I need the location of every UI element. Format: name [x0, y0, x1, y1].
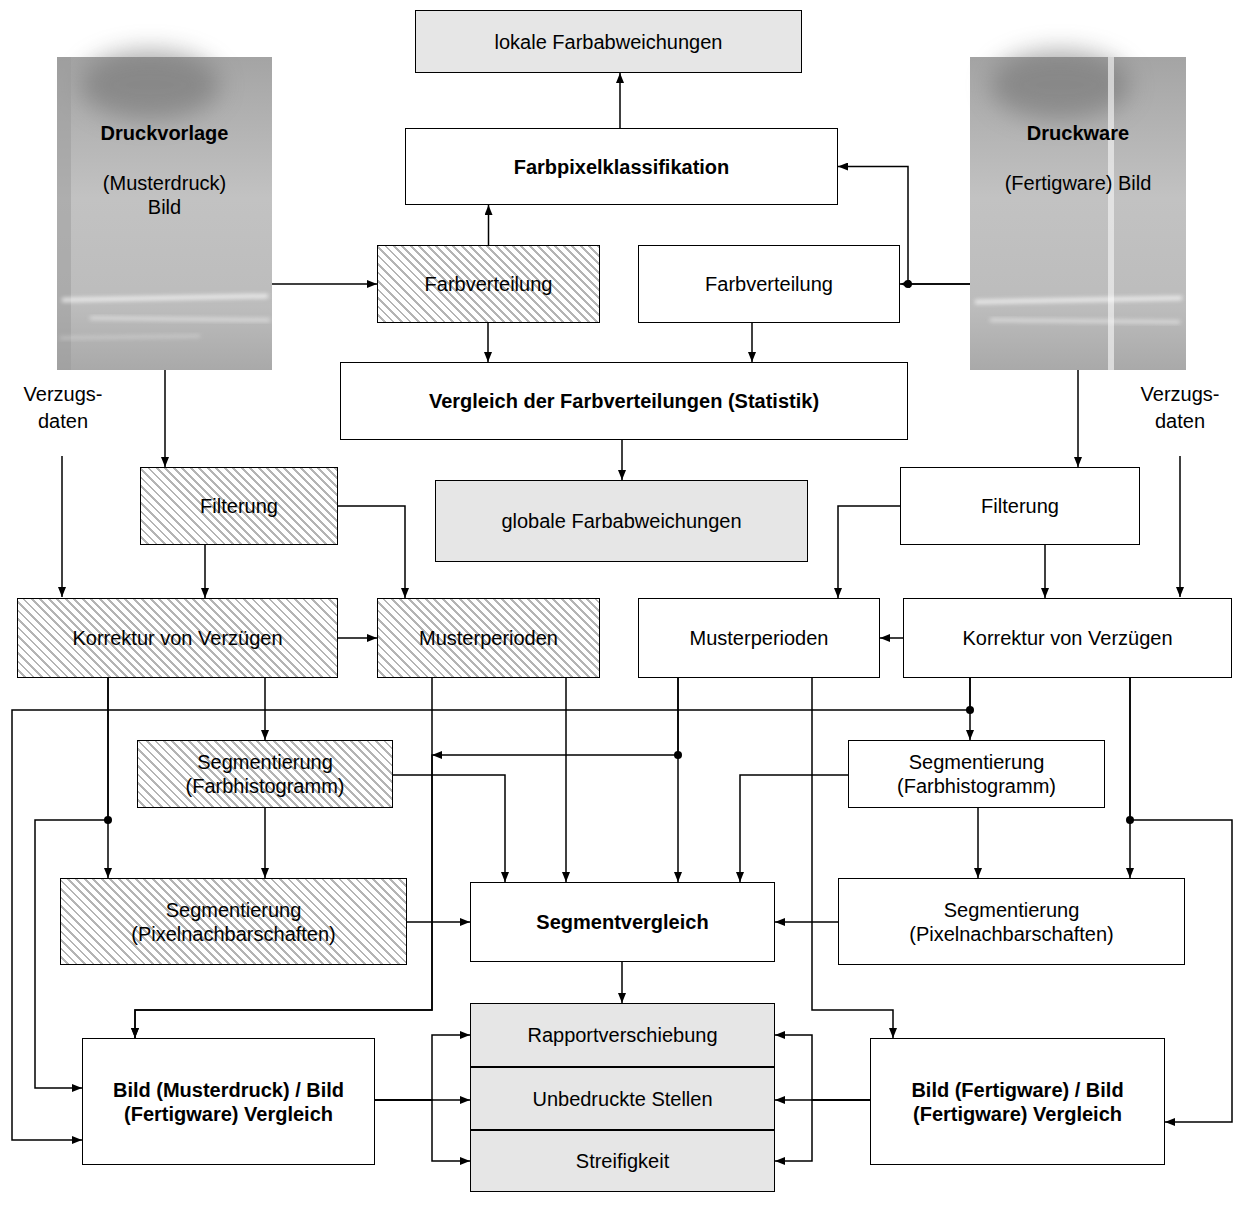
input-label: Verzugs- daten	[1134, 381, 1226, 435]
flow-arrow	[487, 323, 489, 362]
result-box: Streifigkeit	[470, 1130, 775, 1192]
flow-arrow	[619, 73, 621, 128]
flow-arrow	[1044, 545, 1046, 598]
box-label: Farbverteilung	[705, 272, 833, 296]
flow-arrow	[264, 808, 266, 878]
print-image-box: Druckvorlage (Musterdruck) Bild	[57, 57, 272, 370]
box-label: Korrektur von Verzügen	[72, 626, 282, 650]
box-label: Unbedruckte Stellen	[532, 1087, 712, 1111]
process-box: Musterperioden	[638, 598, 880, 678]
box-label: Segmentvergleich	[536, 910, 708, 934]
box-label: Druckware	[1027, 121, 1129, 145]
box-label: Farbpixelklassifikation	[514, 155, 730, 179]
flow-arrow	[565, 678, 567, 882]
sample-process-box: Segmentierung (Pixelnachbarschaften)	[60, 878, 407, 965]
flow-arrow	[375, 1100, 470, 1161]
flow-arrow	[375, 1035, 470, 1100]
box-label: Segmentierung (Farbhistogramm)	[859, 750, 1094, 798]
sample-print-photo	[57, 50, 272, 370]
flow-arrow	[264, 678, 266, 740]
process-box: Segmentvergleich	[470, 882, 775, 962]
box-label: Musterperioden	[419, 626, 558, 650]
process-box: Bild (Musterdruck) / Bild (Fertigware) V…	[82, 1038, 375, 1165]
process-box: Farbpixelklassifikation	[405, 128, 838, 205]
flow-arrow	[751, 323, 753, 362]
finished-goods-photo	[970, 50, 1186, 370]
box-label: Bild (Fertigware) / Bild (Fertigware) Ve…	[881, 1078, 1154, 1126]
distortion-data-arrows	[62, 456, 1180, 597]
box-label: Filterung	[200, 494, 278, 518]
sample-process-box: Segmentierung (Farbhistogramm)	[137, 740, 393, 808]
flow-arrow	[204, 545, 206, 598]
flow-arrow	[775, 921, 838, 923]
result-box: globale Farbabweichungen	[435, 480, 808, 562]
box-label: Bild (Musterdruck) / Bild (Fertigware) V…	[93, 1078, 364, 1126]
flow-arrow	[880, 637, 903, 639]
process-box: Farbverteilung	[638, 245, 900, 323]
flow-arrow	[393, 775, 505, 882]
process-box: Korrektur von Verzügen	[903, 598, 1232, 678]
flow-arrow	[740, 775, 848, 882]
box-label: Filterung	[981, 494, 1059, 518]
junction-dots	[104, 280, 1134, 824]
box-label: Streifigkeit	[576, 1149, 669, 1173]
box-label: Musterperioden	[690, 626, 829, 650]
process-box: Segmentierung (Pixelnachbarschaften)	[838, 878, 1185, 965]
print-image-box: Druckware (Fertigware) Bild	[970, 57, 1186, 370]
flow-arrow	[135, 678, 678, 1038]
flow-arrow	[977, 808, 979, 878]
box-label: Farbverteilung	[425, 272, 553, 296]
box-label: Vergleich der Farbverteilungen (Statisti…	[429, 389, 819, 413]
flow-arrow	[621, 962, 623, 1003]
box-label: Druckvorlage	[101, 121, 229, 145]
connectors	[12, 73, 1232, 1161]
box-subtitle: (Fertigware) Bild	[1005, 171, 1152, 195]
flow-arrow	[812, 678, 893, 1038]
flow-arrow	[338, 506, 405, 598]
flow-arrow	[488, 205, 490, 245]
flow-arrow	[272, 283, 377, 285]
box-label: Segmentierung (Pixelnachbarschaften)	[849, 898, 1174, 946]
box-label: Rapportverschiebung	[527, 1023, 717, 1047]
box-label: Segmentierung (Pixelnachbarschaften)	[71, 898, 396, 946]
flow-arrow	[621, 440, 623, 480]
flow-arrow	[1077, 370, 1079, 467]
box-label: Segmentierung (Farbhistogramm)	[148, 750, 382, 798]
sample-process-box: Farbverteilung	[377, 245, 600, 323]
sample-process-box: Musterperioden	[377, 598, 600, 678]
flow-arrow	[164, 370, 166, 467]
process-box: Vergleich der Farbverteilungen (Statisti…	[340, 362, 908, 440]
flow-arrow	[838, 506, 900, 598]
process-box: Bild (Fertigware) / Bild (Fertigware) Ve…	[870, 1038, 1165, 1165]
sample-process-box: Filterung	[140, 467, 338, 545]
flow-arrow	[338, 637, 377, 639]
process-box: Segmentierung (Farbhistogramm)	[848, 740, 1105, 808]
flow-arrow	[407, 921, 470, 923]
result-box: lokale Farbabweichungen	[415, 10, 802, 73]
box-subtitle: (Musterdruck) Bild	[90, 171, 240, 219]
result-box: Unbedruckte Stellen	[470, 1067, 775, 1130]
flow-arrow	[775, 1100, 870, 1161]
input-label: Verzugs- daten	[17, 381, 109, 435]
flow-arrow	[135, 678, 432, 1038]
sample-process-box: Korrektur von Verzügen	[17, 598, 338, 678]
box-label: globale Farbabweichungen	[501, 509, 741, 533]
box-label: Korrektur von Verzügen	[962, 626, 1172, 650]
box-label: lokale Farbabweichungen	[495, 30, 723, 54]
result-box: Rapportverschiebung	[470, 1003, 775, 1067]
process-box: Filterung	[900, 467, 1140, 545]
flow-arrow	[775, 1035, 870, 1100]
